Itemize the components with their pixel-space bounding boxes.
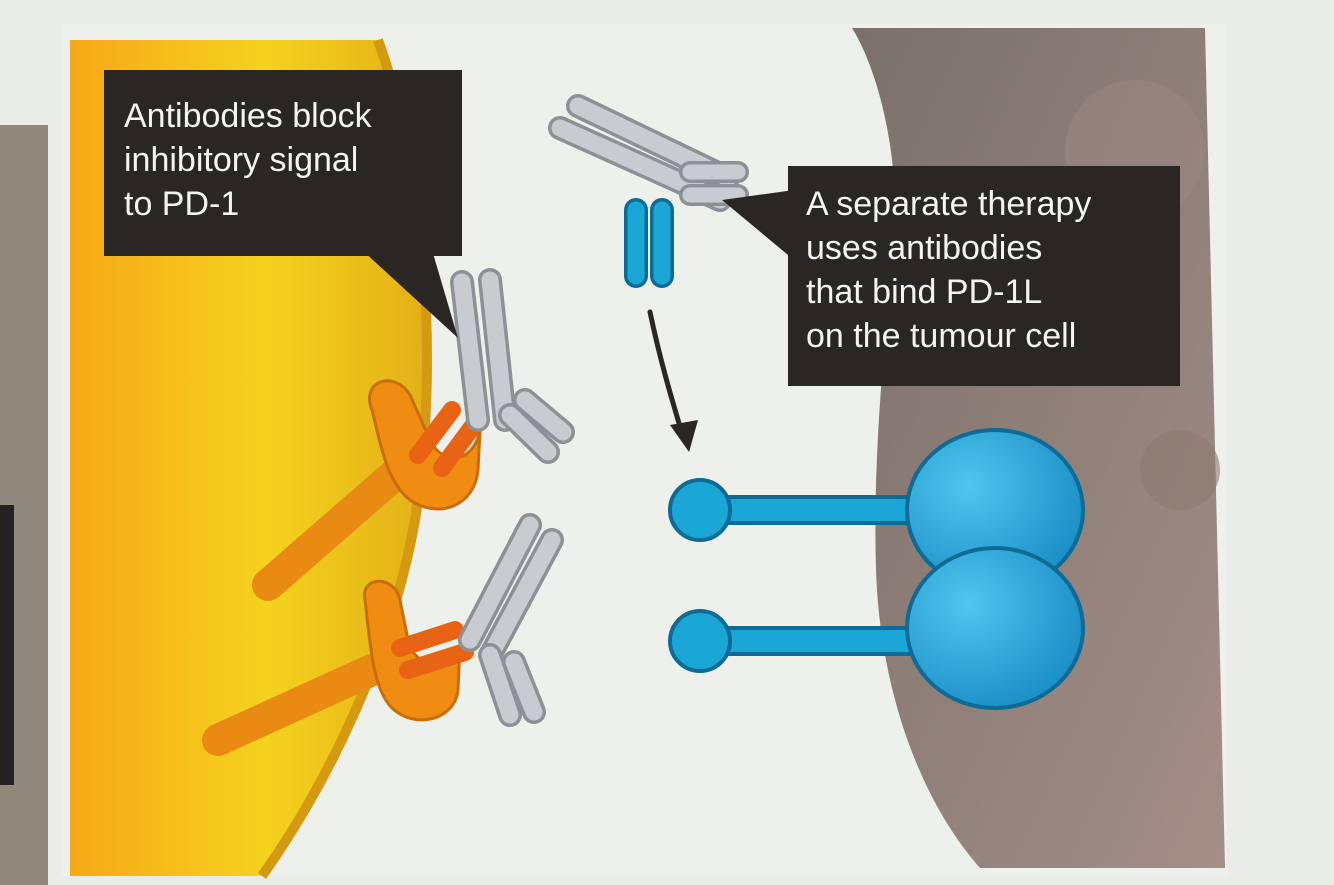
tumour-cell-texture [1140,430,1220,510]
pd1-callout: Antibodies block inhibitory signal to PD… [104,70,462,256]
pd1l-callout: A separate therapy uses antibodies that … [788,166,1180,386]
adjacent-callout-edge [0,505,14,785]
